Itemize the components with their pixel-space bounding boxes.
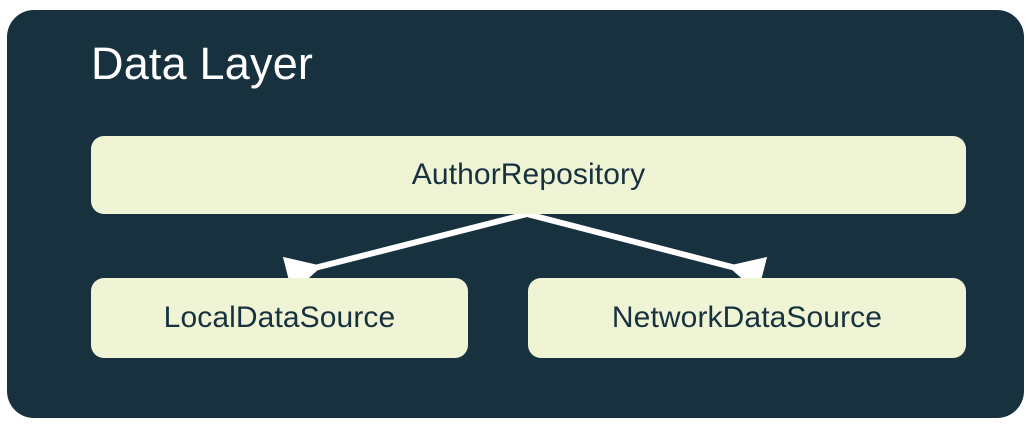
node-author-repository-label: AuthorRepository	[411, 158, 646, 191]
layer-title: Data Layer	[91, 38, 314, 89]
node-local-data-source-label: LocalDataSource	[163, 301, 396, 334]
node-author-repository[interactable]: AuthorRepository	[91, 136, 966, 214]
node-network-data-source[interactable]: NetworkDataSource	[528, 278, 966, 358]
node-network-data-source-label: NetworkDataSource	[611, 301, 883, 334]
node-local-data-source[interactable]: LocalDataSource	[91, 278, 468, 358]
